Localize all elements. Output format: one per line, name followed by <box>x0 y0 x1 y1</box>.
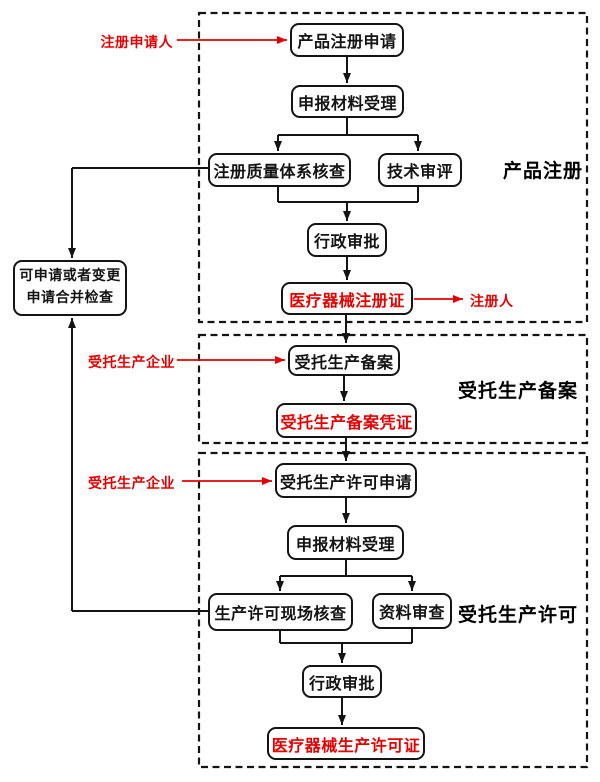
node-medical-device-production-license: 医疗器械生产许可证 <box>267 727 425 760</box>
node-product-registration-application: 产品注册申请 <box>290 23 404 57</box>
node-medical-device-registration-certificate: 医疗器械注册证 <box>281 282 413 315</box>
node-label: 行政审批 <box>313 234 380 251</box>
node-label: 产品注册申请 <box>297 34 397 51</box>
node-entrusted-production-filing-certificate: 受托生产备案凭证 <box>276 403 417 438</box>
label-entrusted-enterprise-2: 受托生产企业 <box>88 477 175 492</box>
node-label: 医疗器械注册证 <box>289 292 405 310</box>
node-technical-review: 技术审评 <box>378 153 462 187</box>
node-label: 受托生产许可申请 <box>279 474 412 492</box>
node-label: 申报材料受理 <box>297 95 397 113</box>
node-administrative-approval-1: 行政审批 <box>307 223 387 257</box>
node-label: 注册质量体系核查 <box>213 164 346 181</box>
node-label: 申报材料受理 <box>295 536 395 554</box>
section-label-entrusted-filing: 受托生产备案 <box>458 381 579 402</box>
node-label-line1: 可申请或者变更 <box>19 268 121 284</box>
section-label-entrusted-license: 受托生产许可 <box>458 605 579 626</box>
node-label-line2: 申请合并检查 <box>26 291 114 306</box>
label-registrant: 注册人 <box>470 295 514 310</box>
node-label: 医疗器械生产许可证 <box>271 737 421 755</box>
label-entrusted-enterprise-1: 受托生产企业 <box>88 356 175 371</box>
node-label: 受托生产备案凭证 <box>280 414 413 432</box>
node-document-review: 资料审查 <box>372 593 452 629</box>
black-connectors <box>68 57 422 725</box>
node-material-acceptance-1: 申报材料受理 <box>291 85 404 118</box>
label-registration-applicant: 注册申请人 <box>100 36 173 51</box>
node-label: 生产许可现场核查 <box>214 606 347 623</box>
node-label: 受托生产备案 <box>294 354 394 372</box>
node-production-license-onsite-check: 生产许可现场核查 <box>208 593 353 631</box>
red-connectors <box>177 36 463 485</box>
node-label: 行政审批 <box>308 675 375 693</box>
node-entrusted-production-filing: 受托生产备案 <box>288 345 400 376</box>
node-administrative-approval-2: 行政审批 <box>302 665 382 698</box>
section-label-product-registration: 产品注册 <box>502 161 583 182</box>
node-material-acceptance-2: 申报材料受理 <box>287 525 404 560</box>
node-entrusted-production-license-application: 受托生产许可申请 <box>275 463 417 498</box>
node-combined-inspection-note: 可申请或者变更 申请合并检查 <box>13 260 127 316</box>
node-label: 技术审评 <box>386 164 453 181</box>
node-label: 资料审查 <box>378 605 445 622</box>
node-registration-quality-system-check: 注册质量体系核查 <box>208 153 351 187</box>
